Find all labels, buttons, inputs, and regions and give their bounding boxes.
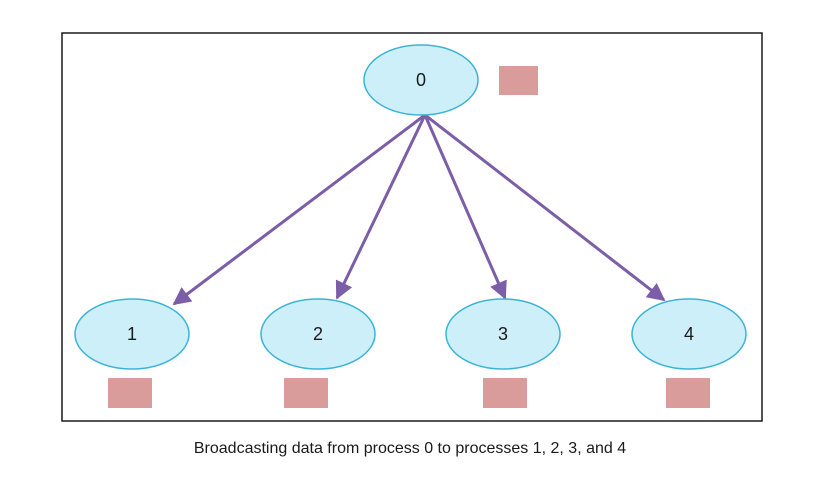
data-block-3	[483, 378, 527, 408]
arrow-0-to-2	[335, 114, 427, 300]
diagram-frame	[61, 32, 763, 422]
node-ellipse	[74, 298, 190, 370]
node-label-0: 0	[416, 70, 426, 90]
node-ellipse	[363, 44, 479, 116]
arrow-0-to-1	[172, 113, 426, 306]
node-label-2: 2	[313, 324, 323, 344]
process-node-2: 2	[260, 298, 376, 370]
node-label-1: 1	[127, 324, 137, 344]
node-ellipse	[260, 298, 376, 370]
node-ellipse	[445, 298, 561, 370]
figure-caption: Broadcasting data from process 0 to proc…	[193, 440, 627, 457]
node-label-4: 4	[684, 324, 694, 344]
data-block-1	[108, 378, 152, 408]
data-block-0	[499, 66, 538, 95]
data-block-2	[284, 378, 328, 408]
node-ellipse	[631, 298, 747, 370]
process-node-4: 4	[631, 298, 747, 370]
arrow-0-to-4	[424, 113, 666, 302]
process-node-0: 0	[363, 44, 479, 116]
process-node-1: 1	[74, 298, 190, 370]
node-label-3: 3	[498, 324, 508, 344]
broadcast-edges	[172, 113, 666, 306]
arrow-0-to-3	[423, 114, 507, 300]
process-node-3: 3	[445, 298, 561, 370]
data-block-4	[666, 378, 710, 408]
